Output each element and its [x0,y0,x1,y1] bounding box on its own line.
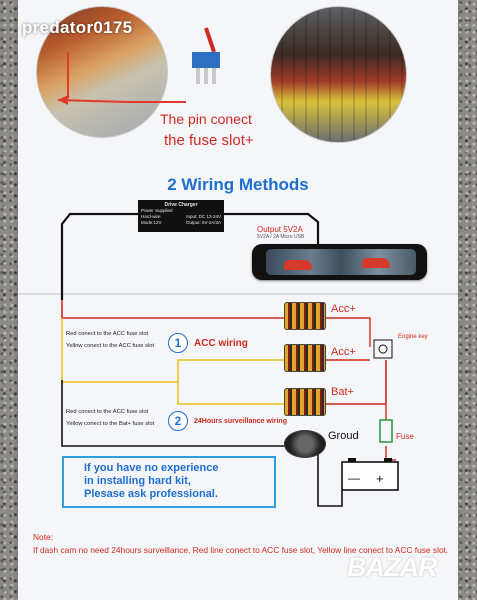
section-title: 2 Wiring Methods [167,175,309,194]
advice-line3: Plesase ask professional. [84,488,218,500]
car-image [362,258,390,268]
node-label-bat: Bat+ [331,386,354,398]
wiring-diagram: — + [60,212,399,507]
method2-badge: 2 24Hours surveillance wiring [168,411,287,431]
svg-text:+: + [376,471,384,486]
charger-row-label: Mode:12V [141,220,162,225]
method1-label: ACC wiring [194,337,248,349]
advice-line1: If you have no experience [84,462,219,474]
pin-note: The pin conect the fuse slot+ [160,108,254,152]
charger-row-label: Power Supplied [141,208,173,213]
charger-title: Drive Charger [164,202,198,208]
charger-row: Hard-wire Input: DC 12-24V [141,214,221,220]
mirror-screen [266,249,416,275]
fuse-photo-bat [284,388,326,416]
fuse-photo-acc1 [284,302,326,330]
charger-row-value: Output: 5V-2A/3A [185,220,221,225]
charger-row: Mode:12V Output: 5V-2A/3A [141,220,221,226]
fuse-pin-icon [192,27,220,84]
car-image [284,260,312,270]
note-block: Note: If dash cam no need 24hours survei… [33,531,453,557]
paper-fold [18,293,458,295]
charger-row-value: Input: DC 12-24V [186,214,221,219]
output-sub: 5V2A / 2A Micro USB [257,234,305,240]
drive-charger-box: Drive Charger Power Supplied Hard-wire I… [138,200,224,232]
method1-line2: Yellow conect to the ACC fuse slot [66,343,155,349]
node-label-acc1: Acc+ [331,303,356,315]
method1-line1: Red conect to the ACC fuse slot [66,331,149,337]
output-label: Output 5V2A [257,225,303,234]
node-label-fuse: Fuse [396,432,414,441]
pointer-arrow-icon [57,52,186,105]
pin-note-line1: The pin conect [160,111,252,127]
watermark-text: predator0175 [22,18,133,37]
dash-cam-mirror [252,244,427,280]
fuse-box-photo-right [270,6,407,143]
node-label-acc2: Acc+ [331,346,356,358]
charger-row-label: Hard-wire [141,214,161,219]
note-title: Note: [33,532,54,542]
charger-row: Power Supplied [141,208,221,214]
node-label-engine-key: Engine key [398,334,428,340]
method2-number: 2 [168,411,188,431]
site-logo: BAZAR [347,552,437,582]
method2-label: 24Hours surveillance wiring [194,417,287,425]
ground-photo [284,430,326,458]
method1-number: 1 [168,333,188,353]
method2-line1: Red conect to the ACC fuse slot [66,409,149,415]
fuse-photo-acc2 [284,344,326,372]
pin-note-line2: the fuse slot+ [164,132,254,149]
fuse-box-photo-left [36,6,168,138]
note-text: If dash cam no need 24hours surveillance… [33,545,449,555]
svg-text:—: — [348,471,360,485]
method1-badge: 1 ACC wiring [168,333,248,353]
instruction-sheet: predator0175 The pin conect the fuse slo… [18,0,458,600]
node-label-ground: Groud [328,430,359,442]
advice-line2: in installing hard kit, [84,475,191,487]
method2-line2: Yellow conect to the Bat+ fuse slot [66,421,155,427]
advice-box: If you have no experience in installing … [62,456,276,508]
